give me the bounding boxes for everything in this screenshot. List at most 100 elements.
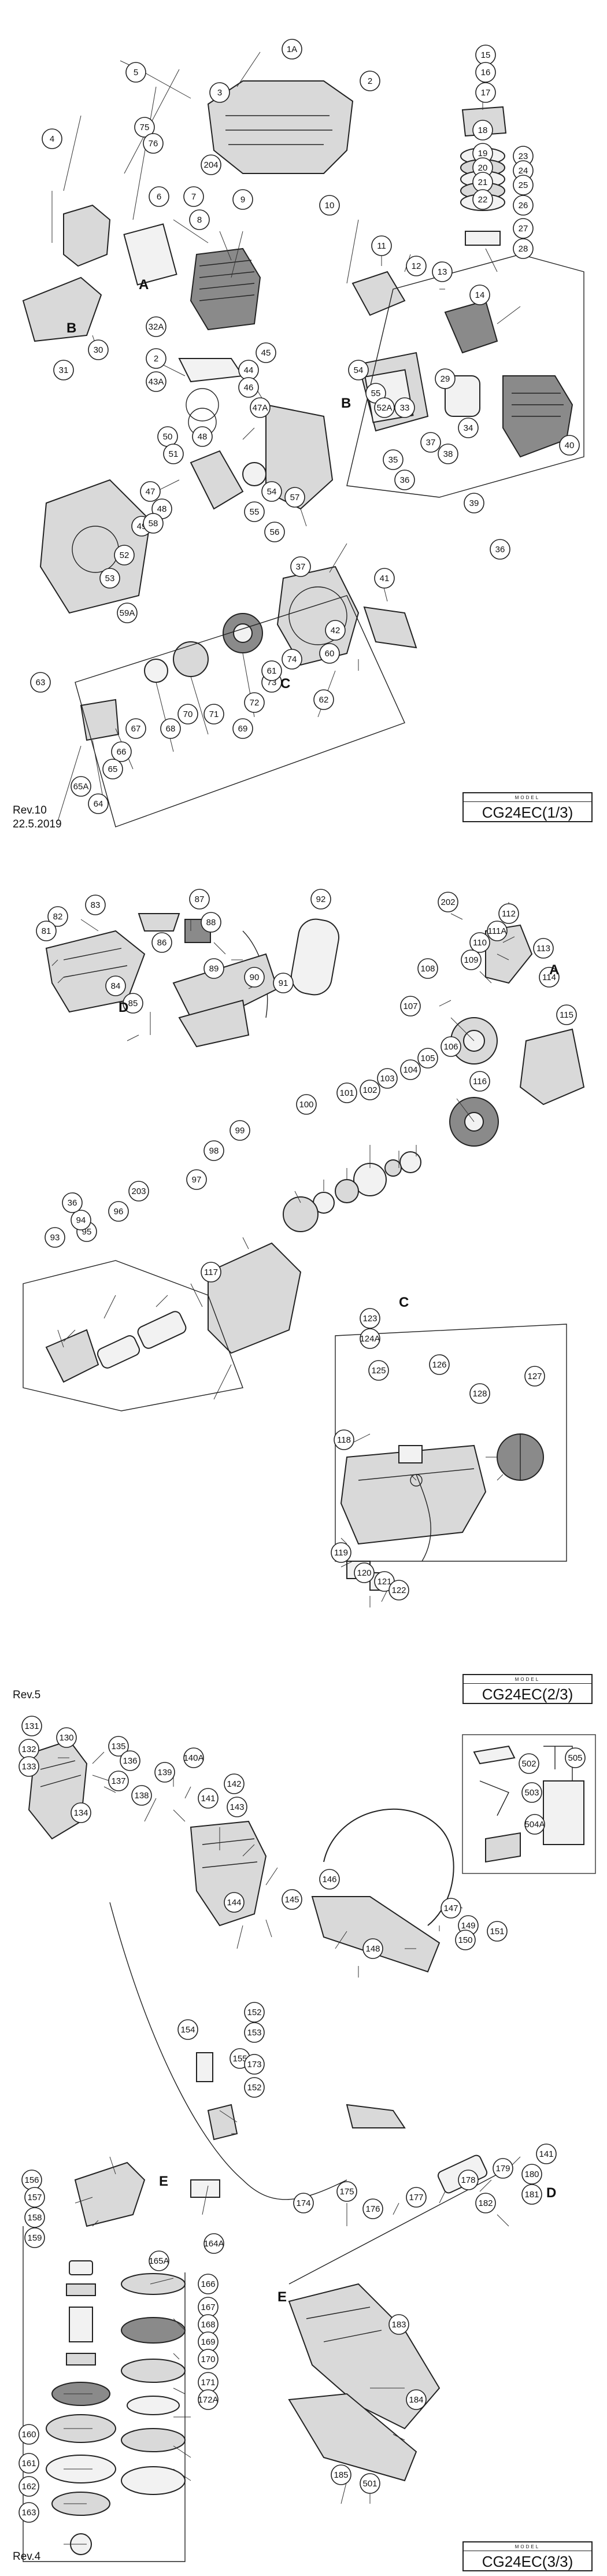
gear-case-part	[28, 1739, 88, 1840]
callout-bubble	[406, 2389, 427, 2410]
callout-number: 203	[131, 1187, 146, 1196]
callout-number: 34	[464, 423, 473, 433]
callout-bubble	[432, 261, 453, 282]
callout-bubble	[42, 128, 62, 149]
model-box: MODEL CG24EC(2/3)	[462, 1674, 593, 1704]
callout-number: 117	[204, 1267, 218, 1277]
callout-number: 85	[128, 999, 138, 1008]
callout-number: 57	[290, 493, 300, 502]
callout-number: 202	[441, 897, 455, 907]
callout-number: 10	[325, 201, 335, 210]
callout-number: 128	[472, 1389, 487, 1399]
callout-number: 60	[325, 649, 335, 659]
grip-part	[290, 918, 340, 996]
callout-number: 91	[279, 978, 288, 988]
callout-number: 71	[209, 709, 219, 719]
callout-bubble	[472, 189, 493, 210]
callout-number: 9	[240, 195, 245, 205]
crankcase-part	[39, 479, 151, 614]
callout-bubble	[469, 284, 490, 305]
rear-grip-part	[190, 1820, 267, 1927]
callout-bubble	[559, 435, 580, 456]
callout-number: 22	[478, 195, 488, 205]
callout-number: 152	[247, 2083, 261, 2093]
callout-number: 151	[490, 1927, 504, 1936]
callout-number: 172A	[198, 2395, 218, 2405]
callout-number: 184	[409, 2395, 423, 2405]
callout-number: 173	[247, 2060, 261, 2069]
callout-bubble	[227, 1797, 247, 1817]
model-box: MODEL CG24EC(1/3)	[462, 792, 593, 822]
callout-number: 32A	[149, 322, 164, 332]
callout-bubble	[519, 1753, 539, 1774]
callout-bubble	[461, 949, 482, 970]
callout-bubble	[125, 718, 146, 739]
callout-number: 23	[519, 151, 528, 161]
reference-letter: D	[546, 2185, 556, 2201]
callout-bubble	[30, 672, 51, 693]
callout-number: 102	[362, 1085, 377, 1095]
callout-number: 12	[412, 261, 421, 271]
callout-number: 29	[441, 374, 450, 384]
callout-bubble	[230, 1120, 250, 1141]
callout-number: 27	[519, 224, 528, 234]
callout-bubble	[406, 2187, 427, 2208]
callout-number: 144	[227, 1898, 241, 1908]
callout-bubble	[117, 603, 138, 623]
callout-bubble	[183, 186, 204, 207]
callout-bubble	[71, 1802, 91, 1823]
callout-number: 148	[365, 1944, 380, 1954]
cutter-head-stack	[46, 2161, 146, 2555]
callout-bubble	[441, 1036, 461, 1057]
callout-number: 170	[201, 2355, 215, 2364]
callout-number: 96	[114, 1207, 124, 1217]
callout-bubble	[256, 342, 276, 363]
shaft-clamp-part	[207, 2104, 238, 2141]
callout-number: 7	[191, 192, 196, 202]
callout-number: 20	[478, 163, 488, 173]
callout-bubble	[111, 741, 132, 762]
reference-letter: D	[119, 1000, 128, 1015]
callout-bubble	[198, 2389, 219, 2410]
callout-number: 45	[261, 348, 271, 358]
callout-number: 89	[209, 964, 219, 974]
callout-bubble	[201, 1262, 221, 1283]
callout-number: 26	[519, 201, 528, 210]
callout-bubble	[108, 1771, 129, 1791]
exploded-diagram-shaft: 131130132133134135136137138139140A141142…	[18, 1716, 596, 2562]
callout-bubble	[521, 1782, 542, 1803]
callout-bubble	[244, 2002, 265, 2023]
callout-bubble	[469, 1071, 490, 1092]
callout-bubble	[203, 2233, 224, 2254]
callout-number: 145	[284, 1895, 299, 1905]
muffler-gasket-part	[445, 375, 480, 417]
callout-bubble	[319, 643, 340, 664]
ignition-coil-part	[80, 698, 120, 741]
callout-number: 122	[391, 1585, 406, 1595]
callout-bubble	[18, 2424, 39, 2445]
callout-number: 90	[250, 973, 260, 982]
callout-bubble	[151, 932, 172, 953]
revision-label: Rev.5	[13, 1689, 41, 1701]
callout-number: 19	[478, 149, 488, 158]
callout-number: 165A	[149, 2256, 169, 2266]
starter-case-part	[276, 566, 360, 666]
callout-number: 120	[357, 1568, 371, 1578]
callout-number: 55	[250, 507, 260, 517]
callout-bubble	[261, 660, 282, 681]
callout-number: 36	[495, 545, 505, 555]
callout-bubble	[143, 133, 164, 154]
callout-bubble	[163, 443, 184, 464]
reference-letter: A	[549, 962, 559, 978]
callout-number: 58	[149, 519, 158, 528]
callout-number: 13	[438, 267, 447, 277]
callout-bubble	[336, 1082, 357, 1103]
callout-bubble	[290, 556, 311, 577]
callout-number: 168	[201, 2320, 215, 2330]
callout-number: 163	[21, 2508, 36, 2518]
callout-bubble	[360, 2473, 380, 2494]
callout-number: 504A	[524, 1820, 545, 1830]
callout-bubble	[47, 906, 68, 927]
callout-bubble	[123, 993, 143, 1014]
